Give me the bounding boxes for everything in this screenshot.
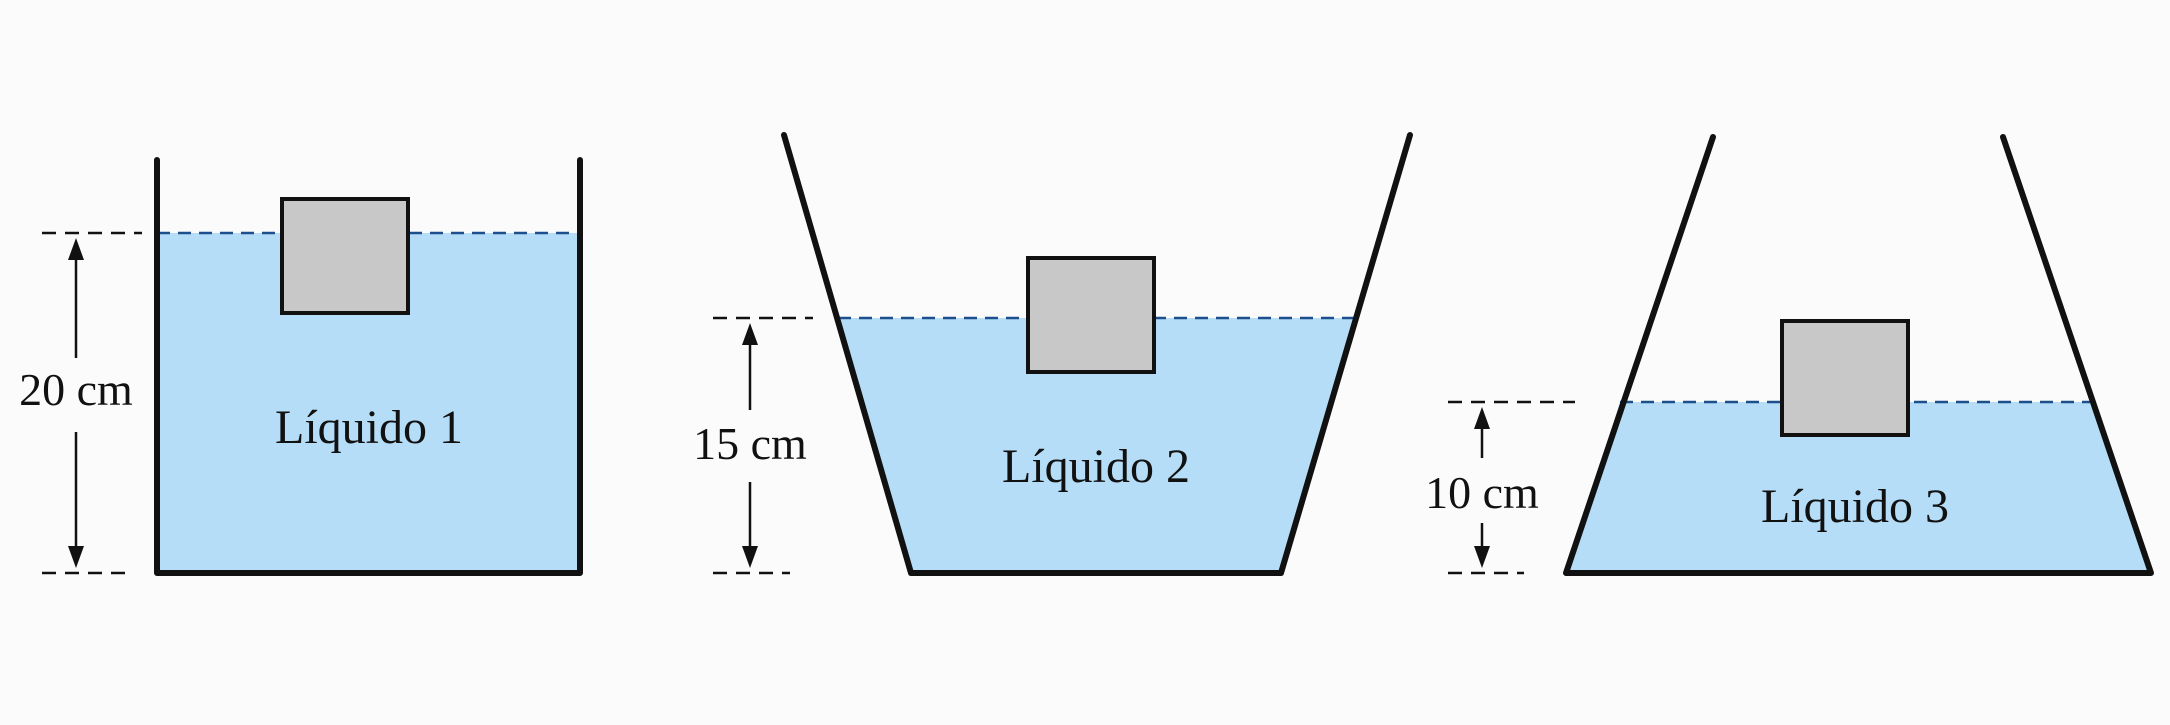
floating-block-3 [1780,319,1910,437]
arrowhead-down-2 [742,546,758,568]
liquid-label-3: Líquido 3 [1761,480,1949,533]
container-2: 15 cm Líquido 2 [693,132,1413,576]
height-label-1: 20 cm [19,364,133,415]
container-3: 10 cm Líquido 3 [1425,134,2154,576]
arrowhead-up-1 [68,238,84,260]
liquid-2 [838,318,1354,573]
arrowhead-up-2 [742,323,758,345]
arrowhead-down-1 [68,546,84,568]
container-wall-2 [781,132,1413,576]
arrowhead-down-3 [1474,546,1490,568]
height-label-3: 10 cm [1425,467,1539,518]
height-label-2: 15 cm [693,418,807,469]
arrowhead-up-3 [1474,407,1490,429]
liquid-label-2: Líquido 2 [1002,440,1190,493]
container-wall-3 [1563,134,2154,576]
liquid-label-1: Líquido 1 [275,401,463,454]
container-wall-1 [154,157,583,576]
floating-block-2 [1026,256,1156,374]
floating-block-1 [280,197,410,315]
liquid-1 [157,233,580,573]
liquid-3 [1566,402,2151,573]
container-1: 20 cm Líquido 1 [19,157,583,576]
